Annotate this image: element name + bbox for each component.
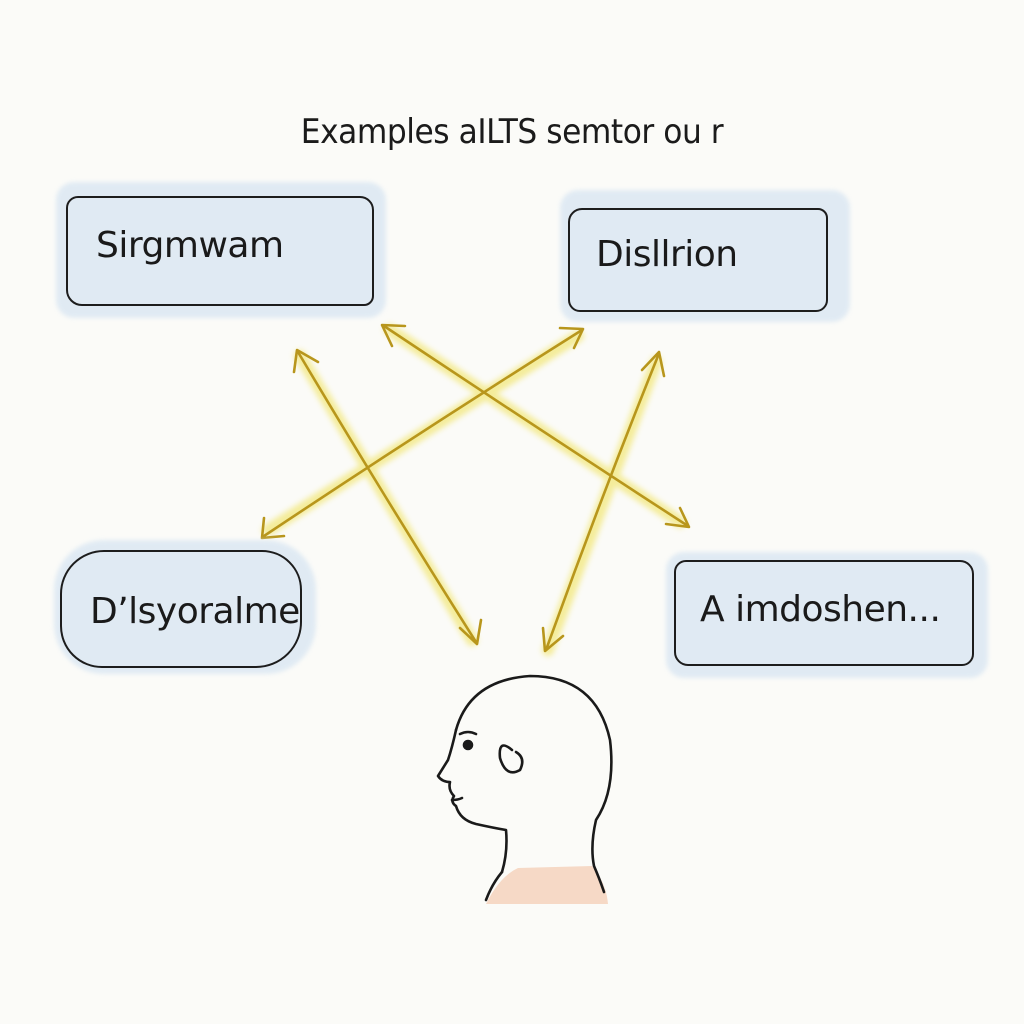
arrowhead [260,516,286,540]
node-bottom-left-label: D’lsyoralme [90,590,300,632]
arrow-bottomleft-to-topright [262,328,584,538]
node-bottom-left: D’lsyoralme [54,540,316,674]
node-top-left-label: Sirgmwam [96,224,284,266]
node-top-right-label: Disllrion [596,233,738,275]
arrow-topleft-to-person [296,350,478,644]
node-bottom-right: A imdoshen... [666,552,988,678]
arrow-topleft-to-bottomright [382,324,690,528]
node-top-right: Disllrion [560,190,850,322]
arrowhead [292,348,320,374]
arrowhead [664,506,691,529]
arrowhead [458,618,483,646]
diagram-title: Examples aILTS semtor ou r [300,112,724,152]
node-top-left: Sirgmwam [56,182,386,318]
arrowhead [541,626,565,653]
arrowhead [640,350,666,378]
arrowhead [380,323,407,348]
arrow-topright-to-person [544,354,660,652]
arrowhead [558,326,585,350]
node-bottom-right-label: A imdoshen... [700,588,941,630]
